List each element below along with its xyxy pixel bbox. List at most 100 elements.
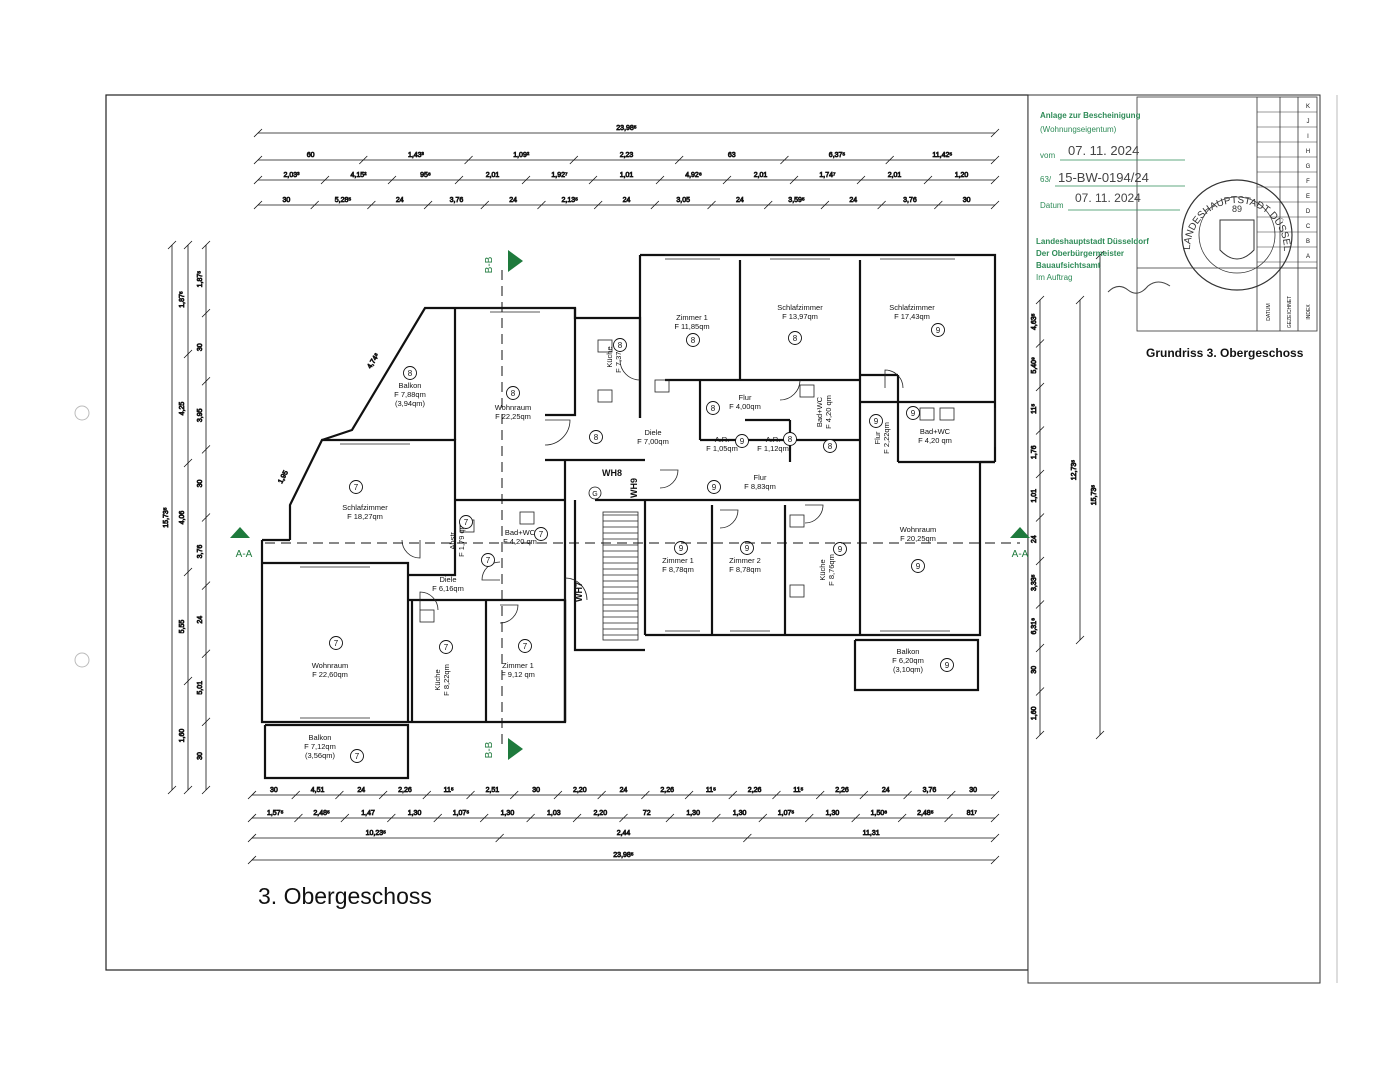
dim-label: 3,76 bbox=[903, 197, 917, 204]
unit-number: 9 bbox=[679, 544, 684, 553]
title-block-col: GEZEICHNET bbox=[1287, 296, 1293, 328]
dim-tick bbox=[423, 200, 433, 210]
dim-tick bbox=[1035, 513, 1045, 522]
door-swing bbox=[619, 359, 641, 381]
dim-tick bbox=[789, 175, 799, 185]
fixture bbox=[939, 407, 955, 421]
dim-tick bbox=[183, 349, 193, 359]
stamp-vom-date: 07. 11. 2024 bbox=[1068, 143, 1139, 158]
dim-label: 2,20 bbox=[593, 810, 607, 817]
dim-label: 1,76 bbox=[1031, 445, 1038, 459]
room-area: F 6,20qm bbox=[892, 656, 924, 665]
room-area: F 9,12 qm bbox=[501, 670, 535, 679]
dim-label: 23,98⁵ bbox=[616, 125, 637, 132]
dim-label: 60 bbox=[307, 152, 315, 159]
dim-label: 1,30 bbox=[733, 810, 747, 817]
unit-number: 8 bbox=[711, 404, 716, 413]
unit-number: 8 bbox=[793, 334, 798, 343]
dim-tick bbox=[253, 200, 263, 210]
dim-tick bbox=[934, 200, 943, 210]
fixture bbox=[799, 384, 815, 398]
dim-label: 1,87⁵ bbox=[197, 271, 204, 288]
unit-number: 7 bbox=[355, 752, 360, 761]
dim-tick bbox=[1035, 643, 1045, 653]
dim-label: 1,87⁵ bbox=[179, 291, 186, 308]
room-area: F 4,20 qm bbox=[918, 436, 952, 445]
room-area: F 1,05qm bbox=[706, 444, 738, 453]
dim-label: 2,26 bbox=[398, 787, 412, 794]
dim-label: 63 bbox=[728, 152, 736, 159]
room-name: Schlafzimmer bbox=[342, 503, 388, 512]
dim-tick bbox=[597, 790, 606, 800]
dim-tick bbox=[903, 790, 912, 800]
room-area: F 4,20 qm bbox=[824, 395, 833, 429]
dim-tick bbox=[804, 813, 814, 823]
room-area: F 8,76qm bbox=[827, 554, 836, 586]
dim-label: 2,44 bbox=[617, 830, 631, 837]
dim-tick bbox=[763, 200, 773, 210]
dim-label: 1,03 bbox=[547, 810, 561, 817]
unit-marker bbox=[439, 640, 453, 654]
dim-tick bbox=[947, 790, 956, 800]
unit-marker bbox=[931, 323, 945, 337]
room-name: Balkon bbox=[399, 381, 422, 390]
stamp-authority3: Bauaufsichtsamt bbox=[1036, 261, 1101, 270]
dim-label: 3,76 bbox=[450, 197, 464, 204]
dim-tick bbox=[201, 513, 211, 522]
wh8-label: WH8 bbox=[602, 468, 622, 478]
room-name: Wohnraum bbox=[495, 403, 532, 412]
signature bbox=[1107, 281, 1171, 294]
dim-tick bbox=[588, 175, 598, 185]
unit-marker bbox=[613, 338, 627, 352]
dim-tick bbox=[593, 200, 603, 210]
room-name: Balkon bbox=[309, 733, 332, 742]
unit-marker bbox=[589, 430, 603, 444]
dim-label: 11,42⁵ bbox=[932, 152, 952, 159]
dim-label: 4,51 bbox=[311, 787, 325, 794]
dim-label: 81⁷ bbox=[967, 810, 978, 817]
dim-label: 3,59⁵ bbox=[788, 197, 805, 204]
room-name: Schlafzimmer bbox=[889, 303, 935, 312]
dim-tick bbox=[923, 175, 933, 185]
dim-label: 2,01 bbox=[888, 172, 902, 179]
fixture bbox=[519, 511, 535, 525]
dim-label: 1,07⁵ bbox=[453, 810, 470, 817]
dim-tick bbox=[480, 200, 490, 210]
unit-marker bbox=[674, 541, 688, 555]
dim-tick bbox=[387, 175, 397, 185]
dim-tick bbox=[495, 833, 504, 843]
dim-tick bbox=[359, 155, 368, 165]
dim-label: 5,40⁹ bbox=[1031, 357, 1038, 374]
section-label-aa: A-A bbox=[236, 549, 253, 560]
room-name: Küche bbox=[818, 559, 827, 580]
dim-tick bbox=[479, 813, 489, 823]
section-label-bb: B-B bbox=[484, 741, 495, 758]
dim-label: 11⁵ bbox=[706, 787, 716, 794]
unit-number: 8 bbox=[511, 389, 516, 398]
section-arrow-bb-bottom bbox=[508, 738, 523, 760]
room-area: F 7,00qm bbox=[637, 437, 669, 446]
dim-tick bbox=[367, 200, 376, 210]
room-name: Abstr. bbox=[448, 530, 457, 549]
dim-tick bbox=[387, 813, 396, 823]
room-name: Zimmer 2 bbox=[729, 556, 761, 565]
dim-label: 30 bbox=[969, 787, 977, 794]
dim-tick bbox=[247, 813, 257, 823]
room-area: F 7,37qm bbox=[614, 341, 623, 373]
fixture bbox=[919, 407, 935, 421]
dim-label: 30 bbox=[282, 197, 290, 204]
dim-label: 2,01 bbox=[486, 172, 500, 179]
dim-tick bbox=[1035, 730, 1045, 740]
room-area: F 8,78qm bbox=[729, 565, 761, 574]
dim-label: 2,26 bbox=[660, 787, 674, 794]
revision-letter: I bbox=[1307, 134, 1309, 140]
dim-label: 2,51 bbox=[486, 787, 500, 794]
